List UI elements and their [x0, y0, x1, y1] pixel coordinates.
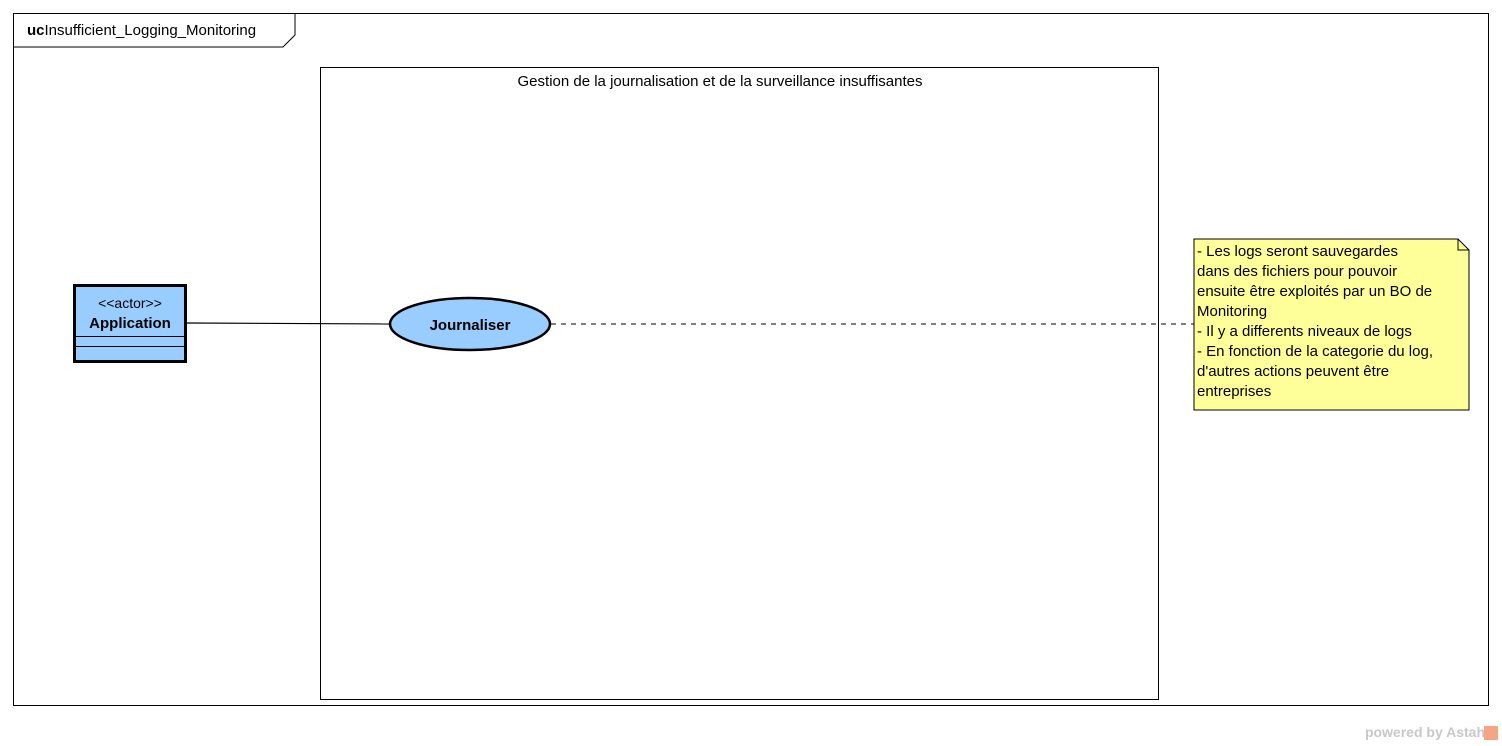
note-line: - Les logs seront sauvegardes: [1197, 243, 1398, 260]
frame-title: ucInsufficient_Logging_Monitoring: [27, 21, 256, 41]
watermark-text: powered by Astah: [1364, 724, 1485, 740]
association-line: [186, 322, 391, 325]
system-boundary-title: Gestion de la journalisation et de la su…: [517, 73, 923, 90]
note-line: Monitoring: [1197, 303, 1268, 320]
note-line: d'autres actions peuvent être: [1197, 363, 1390, 380]
frame-keyword: uc: [27, 22, 45, 39]
note-line: - Il y a differents niveaux de logs: [1197, 323, 1412, 340]
note-line: ensuite être exploités par un BO de: [1197, 283, 1433, 300]
note-line: dans des fichiers pour pouvoir: [1197, 263, 1398, 280]
frame-tab-outline: [14, 14, 296, 48]
note-fold: [1457, 239, 1469, 251]
diagram-frame: [13, 13, 1489, 706]
actor-operation-compartment: [76, 346, 184, 347]
note-line: - En fonction de la categorie du log,: [1197, 343, 1433, 360]
actor-stereotype: <<actor>>: [98, 295, 162, 311]
usecase-ellipse: [388, 296, 552, 352]
frame-name: Insufficient_Logging_Monitoring: [44, 22, 257, 39]
note-shape: [1193, 238, 1470, 411]
system-boundary: [320, 67, 1159, 700]
actor-name: Application: [89, 315, 171, 332]
note-line: entreprises: [1197, 383, 1272, 400]
actor-attribute-compartment: [76, 336, 184, 337]
astah-logo-icon: [1484, 726, 1498, 740]
note[interactable]: - Les logs seront sauvegardes dans des f…: [1197, 242, 1465, 402]
usecase-journaliser[interactable]: Journaliser: [429, 317, 511, 334]
actor-application[interactable]: <<actor>> Application: [73, 284, 187, 363]
